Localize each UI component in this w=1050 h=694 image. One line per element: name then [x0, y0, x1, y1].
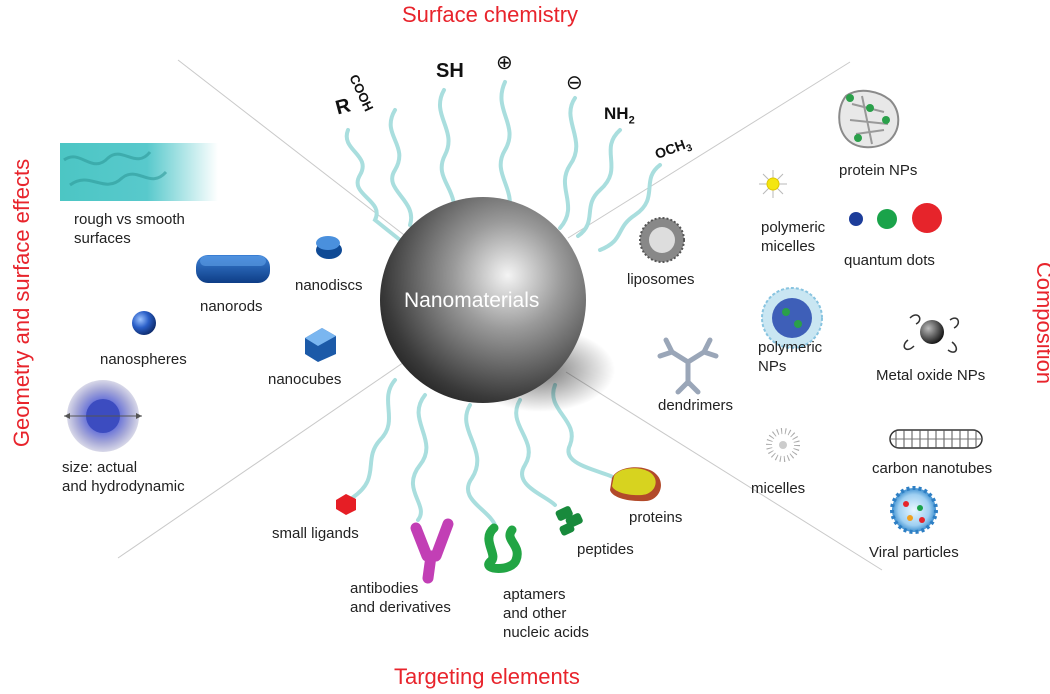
liposome-icon [639, 217, 685, 263]
dendrimer-icon [657, 337, 719, 395]
strand-r [344, 128, 402, 242]
strand-plus [498, 80, 512, 220]
divider-upper-left [177, 59, 409, 239]
peptide-icon [555, 506, 583, 536]
antibody-icon [410, 518, 454, 584]
small-ligand-icon [336, 494, 356, 515]
targeting-strands [350, 378, 617, 530]
protein-np-icon [838, 89, 900, 149]
strand-peptide [514, 398, 557, 507]
group-plus-label: ⊕ [496, 52, 513, 74]
divider-lower-right [565, 371, 883, 571]
nanorod-icon [196, 255, 270, 283]
proteins-label: proteins [629, 509, 683, 526]
quantum-dot-small-icon [849, 212, 863, 226]
strand-aptamer [464, 403, 498, 530]
protein-icon [610, 467, 661, 502]
nanomaterial-sphere [380, 197, 586, 403]
strand-sh [437, 88, 456, 222]
surface-strands [344, 80, 662, 252]
nanospheres-label: nanospheres [100, 351, 187, 368]
nanodiscs-label: nanodiscs [295, 277, 363, 294]
polymeric-micelle-icon [759, 170, 787, 198]
nanosphere-icon [132, 311, 156, 335]
section-title-surface-chemistry: Surface chemistry [402, 2, 579, 27]
small-ligands-label: small ligands [272, 525, 359, 542]
peptides-label: peptides [577, 541, 634, 558]
viral-particle-icon [890, 486, 938, 534]
strand-och3 [598, 163, 662, 252]
aptamer-icon [484, 523, 522, 573]
liposomes-label: liposomes [627, 271, 695, 288]
nanorods-label: nanorods [200, 298, 263, 315]
strand-antibody [411, 393, 429, 522]
carbon-nanotubes-label: carbon nanotubes [872, 460, 993, 477]
nanomaterials-label: Nanomaterials [404, 289, 540, 312]
divider-upper-right [567, 61, 851, 239]
group-nh2-label: NH2 [604, 104, 635, 127]
size-icon [64, 380, 142, 452]
section-title-geometry: Geometry and surface effects [9, 158, 34, 448]
divider-lower-left [117, 357, 411, 559]
metal-oxide-icon [903, 314, 960, 353]
section-title-composition: Composition [1032, 261, 1050, 385]
protein-nps-label: protein NPs [839, 162, 918, 179]
micelle-icon [766, 428, 800, 462]
group-minus-label: ⊖ [566, 72, 583, 94]
carbon-nanotube-icon [889, 429, 983, 449]
rough-surface-icon [60, 143, 218, 201]
viral-particles-label: Viral particles [869, 544, 959, 561]
strand-cooh [388, 108, 414, 227]
group-sh-label: SH [436, 60, 464, 82]
nanocubes-label: nanocubes [268, 371, 342, 388]
quantum-dot-large-icon [912, 203, 942, 233]
dendrimers-label: dendrimers [658, 397, 734, 414]
nanodisc-icon [316, 236, 342, 259]
strand-nh2 [576, 128, 622, 238]
quantum-dot-medium-icon [877, 209, 897, 229]
strand-ligand [350, 378, 397, 500]
quantum-dots-label: quantum dots [844, 252, 935, 269]
nanocube-icon [305, 328, 336, 362]
metal-oxide-nps-label: Metal oxide NPs [876, 367, 986, 384]
micelles-label: micelles [751, 480, 806, 497]
strand-minus [558, 96, 579, 230]
section-title-targeting-elements: Targeting elements [394, 664, 580, 689]
polymeric-np-icon [761, 287, 823, 349]
divider-lines [117, 59, 883, 571]
